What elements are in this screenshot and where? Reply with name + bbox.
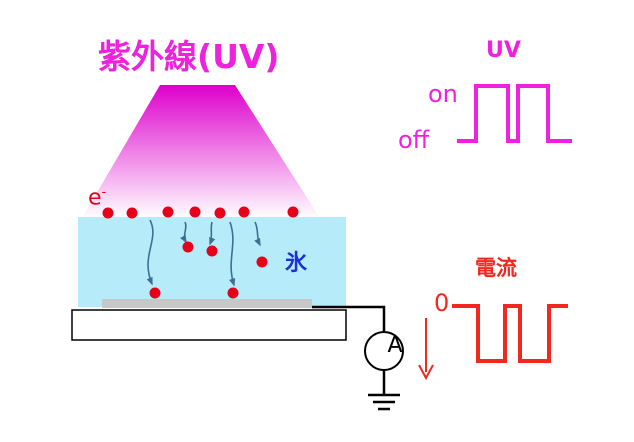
- ground-symbol: [368, 393, 400, 411]
- electron-dot: [256, 256, 268, 268]
- electron-dot: [182, 241, 194, 253]
- electron-dot: [214, 207, 226, 219]
- zero-label: 0: [434, 289, 450, 317]
- electron-dot: [162, 206, 174, 218]
- electron-trajectories: [146, 219, 261, 287]
- electron-symbol: e: [88, 185, 102, 211]
- trajectory-arrow: [229, 221, 236, 287]
- electron-dot: [206, 245, 218, 257]
- current-legend: 電流: [475, 256, 517, 280]
- wire: [312, 305, 386, 332]
- trajectory-arrow: [254, 221, 261, 247]
- off-label: off: [398, 126, 430, 154]
- ice-label: 氷: [285, 251, 308, 276]
- uv-title: 紫外線(UV): [98, 37, 280, 76]
- trajectory-arrow: [146, 219, 154, 286]
- ammeter-label: A: [387, 333, 403, 358]
- electron-label: e-: [88, 186, 106, 209]
- ammeter-symbol: [364, 331, 404, 371]
- current-waveform: [452, 304, 568, 363]
- trajectory-arrow: [209, 221, 216, 246]
- electron-dot: [149, 287, 161, 299]
- electron-dot: [189, 206, 201, 218]
- electron-dot: [102, 207, 114, 219]
- electron-dot: [227, 287, 239, 299]
- electron-dot: [238, 206, 250, 218]
- substrate: [71, 309, 347, 341]
- uv-waveform: [457, 84, 572, 143]
- electron-dot: [126, 207, 138, 219]
- electron-dot: [287, 206, 299, 218]
- uv-legend: UV: [486, 38, 521, 63]
- current-direction-arrow: [418, 318, 434, 381]
- electrons: [102, 206, 299, 299]
- uv-beam: [82, 85, 320, 218]
- trajectory-arrow: [180, 221, 187, 244]
- electron-charge: -: [101, 185, 107, 200]
- on-label: on: [428, 80, 458, 108]
- substrate-film: [102, 299, 312, 308]
